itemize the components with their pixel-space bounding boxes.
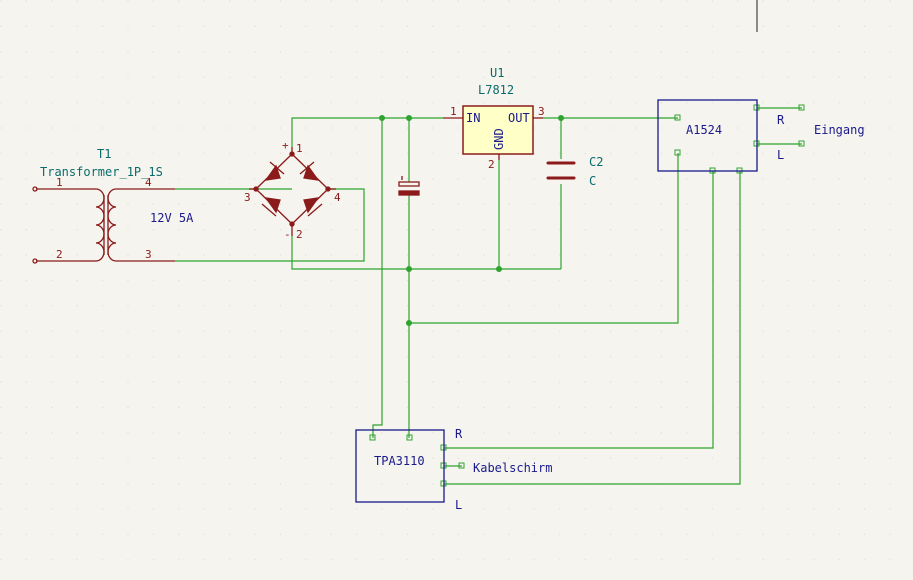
tpa3110-l-label: L [455, 498, 462, 512]
transformer-pin-end [32, 186, 38, 192]
bridge-node [253, 186, 259, 192]
wire-a1524-r [444, 171, 714, 449]
regulator-u1[interactable] [443, 105, 543, 160]
transformer-pin-end [32, 258, 38, 264]
wires [175, 107, 802, 485]
junctions [379, 115, 564, 326]
junction-dot [406, 115, 412, 121]
wire-gnd-a1524 [409, 153, 679, 324]
bridge-node [325, 186, 331, 192]
wire-a1524-l [444, 171, 741, 485]
junction-dot [558, 115, 564, 121]
junction-dot [379, 115, 385, 121]
transformer-rating: 12V 5A [150, 211, 194, 225]
regulator-pin-out-num: 3 [538, 105, 545, 118]
wire-sec-bottom [175, 188, 365, 262]
tpa3110-block[interactable] [355, 429, 445, 503]
a1524-name: A1524 [686, 123, 722, 137]
wire-plus-rail [291, 117, 443, 147]
regulator-pin-gnd-num: 2 [488, 158, 495, 171]
diode-icon [264, 164, 320, 214]
pin-square [458, 462, 465, 469]
bridge-pin-4-num: 4 [334, 191, 341, 204]
pin-square [798, 104, 805, 111]
pin-square [369, 434, 376, 441]
capacitor-plate-bottom [398, 190, 420, 196]
transformer-secondary-coil [107, 188, 117, 262]
diode-bar [269, 161, 285, 175]
transformer-pin-4-num: 4 [145, 176, 152, 189]
regulator-pin-gnd-label: GND [492, 128, 506, 150]
diode-bar [261, 203, 277, 217]
c2-value: C [589, 174, 596, 188]
a1524-r-label: R [777, 113, 785, 127]
bridge-minus-label: - [284, 228, 291, 241]
regulator-pin-out-label: OUT [508, 111, 530, 125]
a1524-l-label: L [777, 148, 784, 162]
regulator-ref: U1 [490, 66, 504, 80]
diode-bar [299, 161, 315, 175]
transformer-pin-3-num: 3 [145, 248, 152, 261]
a1524-input-label: Eingang [814, 123, 865, 137]
transformer-t1[interactable] [32, 186, 175, 264]
diode-triangle [303, 197, 320, 214]
bridge-plus-label: + [282, 139, 289, 152]
pin-square [674, 149, 681, 156]
wire-plus-tpa [372, 118, 383, 438]
a1524-block[interactable] [657, 99, 758, 172]
bridge-node [289, 151, 295, 157]
transformer-ref: T1 [97, 147, 111, 161]
diode-triangle [264, 197, 281, 214]
tpa3110-r-label: R [455, 427, 463, 441]
regulator-body [462, 105, 534, 155]
transformer-pin-1-num: 1 [56, 176, 63, 189]
wire-ground-rail [291, 236, 561, 270]
diode-bar [307, 203, 323, 217]
capacitor-plate-top [398, 181, 420, 187]
diode-triangle [303, 164, 320, 181]
electrolytic-capacitor[interactable] [398, 176, 420, 196]
junction-dot [406, 320, 412, 326]
bridge-rectifier[interactable] [249, 147, 336, 236]
diode-triangle [264, 164, 281, 181]
bridge-pin-3-num: 3 [244, 191, 251, 204]
capacitor-c2[interactable] [546, 161, 576, 180]
junction-dot [406, 266, 412, 272]
tpa3110-name: TPA3110 [374, 454, 425, 468]
junction-dot [496, 266, 502, 272]
regulator-pin-in-label: IN [466, 111, 480, 125]
bridge-node [289, 221, 295, 227]
transformer-value: Transformer_1P_1S [40, 165, 163, 179]
pin-square [674, 114, 681, 121]
tpa3110-shield-label: Kabelschirm [473, 461, 552, 475]
bridge-pin-2-num: 2 [296, 228, 303, 241]
pin-square [798, 140, 805, 147]
transformer-pin-2-num: 2 [56, 248, 63, 261]
regulator-value: L7812 [478, 83, 514, 97]
regulator-pin-in-num: 1 [450, 105, 457, 118]
pin-square [406, 434, 413, 441]
c2-ref: C2 [589, 155, 603, 169]
bridge-pin-1-num: 1 [296, 142, 303, 155]
